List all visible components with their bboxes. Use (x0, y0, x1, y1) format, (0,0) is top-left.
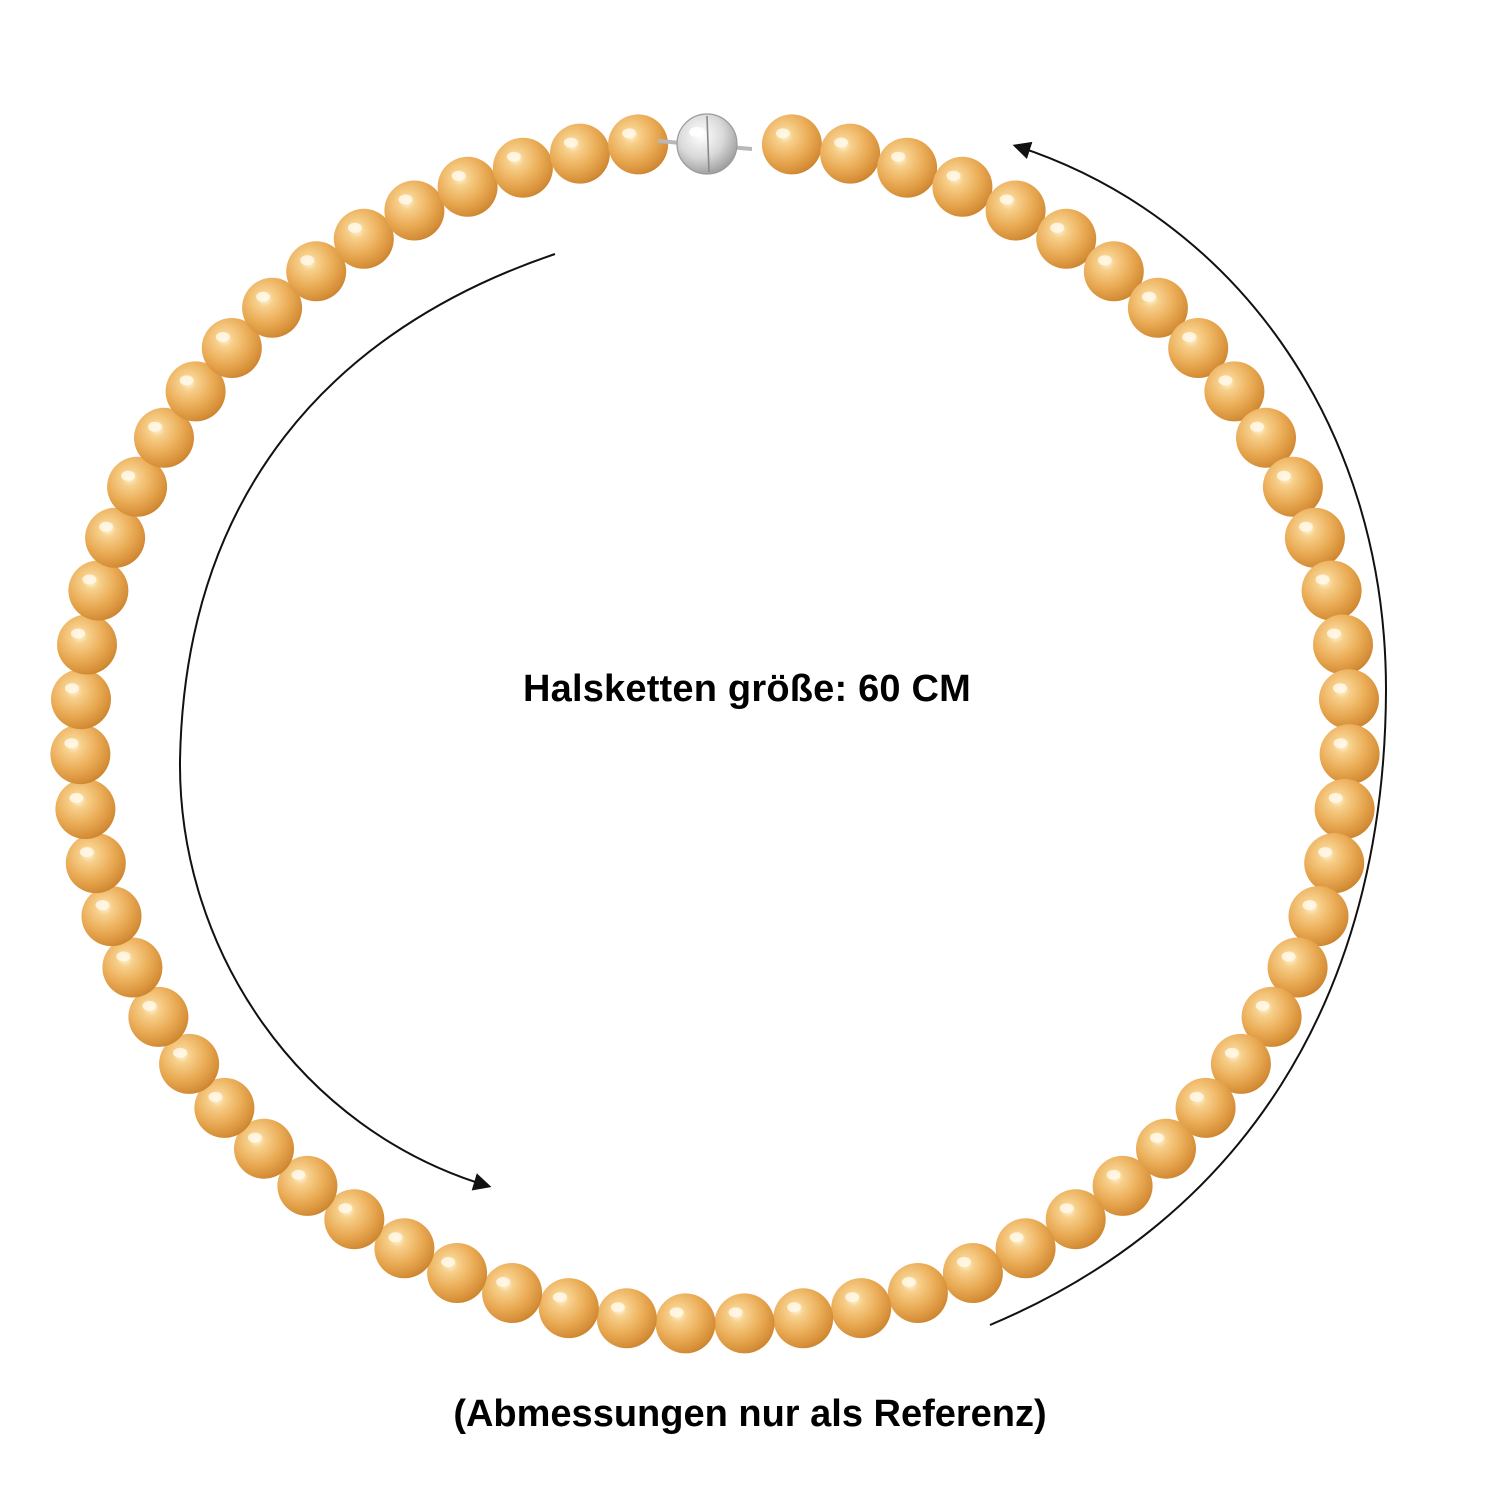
pearl-bead (1241, 986, 1302, 1047)
pearl-bead (194, 1077, 255, 1138)
pearl-bead (538, 1278, 599, 1339)
pearl-bead (1284, 507, 1345, 568)
magnetic-clasp (657, 113, 753, 175)
pearl-bead (1045, 1189, 1106, 1250)
pearl-bead (714, 1293, 775, 1354)
pearl-bead (942, 1243, 1003, 1303)
pearl-bead (85, 507, 146, 568)
pearl-bead (1083, 241, 1144, 302)
pearl-bead (437, 156, 498, 217)
pearl-bead (57, 614, 117, 675)
pearl-bead (134, 407, 194, 468)
dimensions-reference-note: (Abmessungen nur als Referenz) (453, 1393, 1047, 1435)
pearl-bead (820, 123, 881, 184)
pearl-bead (482, 1263, 543, 1323)
pearl-bead (65, 833, 126, 894)
pearl-bead (1301, 560, 1362, 621)
pearl-bead (655, 1293, 716, 1354)
pearl-bead (1168, 318, 1229, 378)
pearl-bead (1210, 1033, 1271, 1094)
pearl-bead (1136, 1118, 1196, 1179)
pearl-bead (995, 1218, 1056, 1279)
pearl-bead (201, 318, 262, 378)
pearl-bead (324, 1189, 385, 1250)
pearl-bead (608, 114, 669, 175)
pearl-bead (384, 180, 445, 241)
pearl-bead (492, 137, 553, 198)
pearl-bead (68, 560, 129, 621)
pearl-bead (333, 208, 394, 269)
pearl-bead (1314, 779, 1375, 839)
pearl-bead (1036, 208, 1097, 269)
pearl-bead (596, 1288, 657, 1349)
pearl-bead (165, 361, 226, 422)
pearl-bead (549, 123, 610, 184)
pearl-bead (887, 1263, 948, 1323)
pearl-bead (374, 1218, 435, 1279)
pearl-bead (773, 1288, 834, 1349)
pearl-bead (128, 986, 189, 1047)
left-measure-arrow (178, 253, 556, 1191)
pearl-bead (1236, 407, 1296, 468)
pearl-bead (831, 1278, 892, 1339)
pearl-bead (286, 241, 347, 302)
necklace-size-label: Halsketten größe: 60 CM (0, 668, 1500, 711)
pearl-bead (1262, 456, 1323, 517)
pearl-bead (877, 137, 938, 198)
pearl-bead (51, 669, 111, 730)
pearl-bead (277, 1155, 338, 1216)
pearl-bead (55, 779, 116, 839)
size-label-text: Halsketten größe: 60 CM (522, 668, 972, 710)
right-measure-arrow (989, 141, 1388, 1326)
pearl-bead (1319, 669, 1379, 730)
pearl-bead (1204, 361, 1265, 422)
pearl-bead (102, 937, 163, 998)
pearl-bead (1304, 833, 1365, 894)
pearl-bead (1092, 1155, 1153, 1216)
pearl-bead (932, 156, 993, 217)
pearl-bead (1313, 614, 1373, 675)
pearl-bead (107, 456, 168, 517)
pearl-bead (242, 277, 303, 338)
pearl-bead (1267, 937, 1328, 998)
pearl-bead (50, 724, 111, 785)
pearl-bead (81, 886, 142, 947)
pearl-bead (234, 1118, 294, 1179)
pearl-strand (50, 114, 1380, 1354)
pearl-bead (985, 180, 1046, 241)
pearl-bead (1175, 1077, 1236, 1138)
pearl-bead (761, 114, 822, 175)
pearl-bead (159, 1033, 220, 1094)
pearl-bead (427, 1243, 488, 1303)
pearl-bead (1127, 277, 1188, 338)
pearl-bead (1319, 724, 1380, 785)
pearl-bead (1288, 886, 1349, 947)
